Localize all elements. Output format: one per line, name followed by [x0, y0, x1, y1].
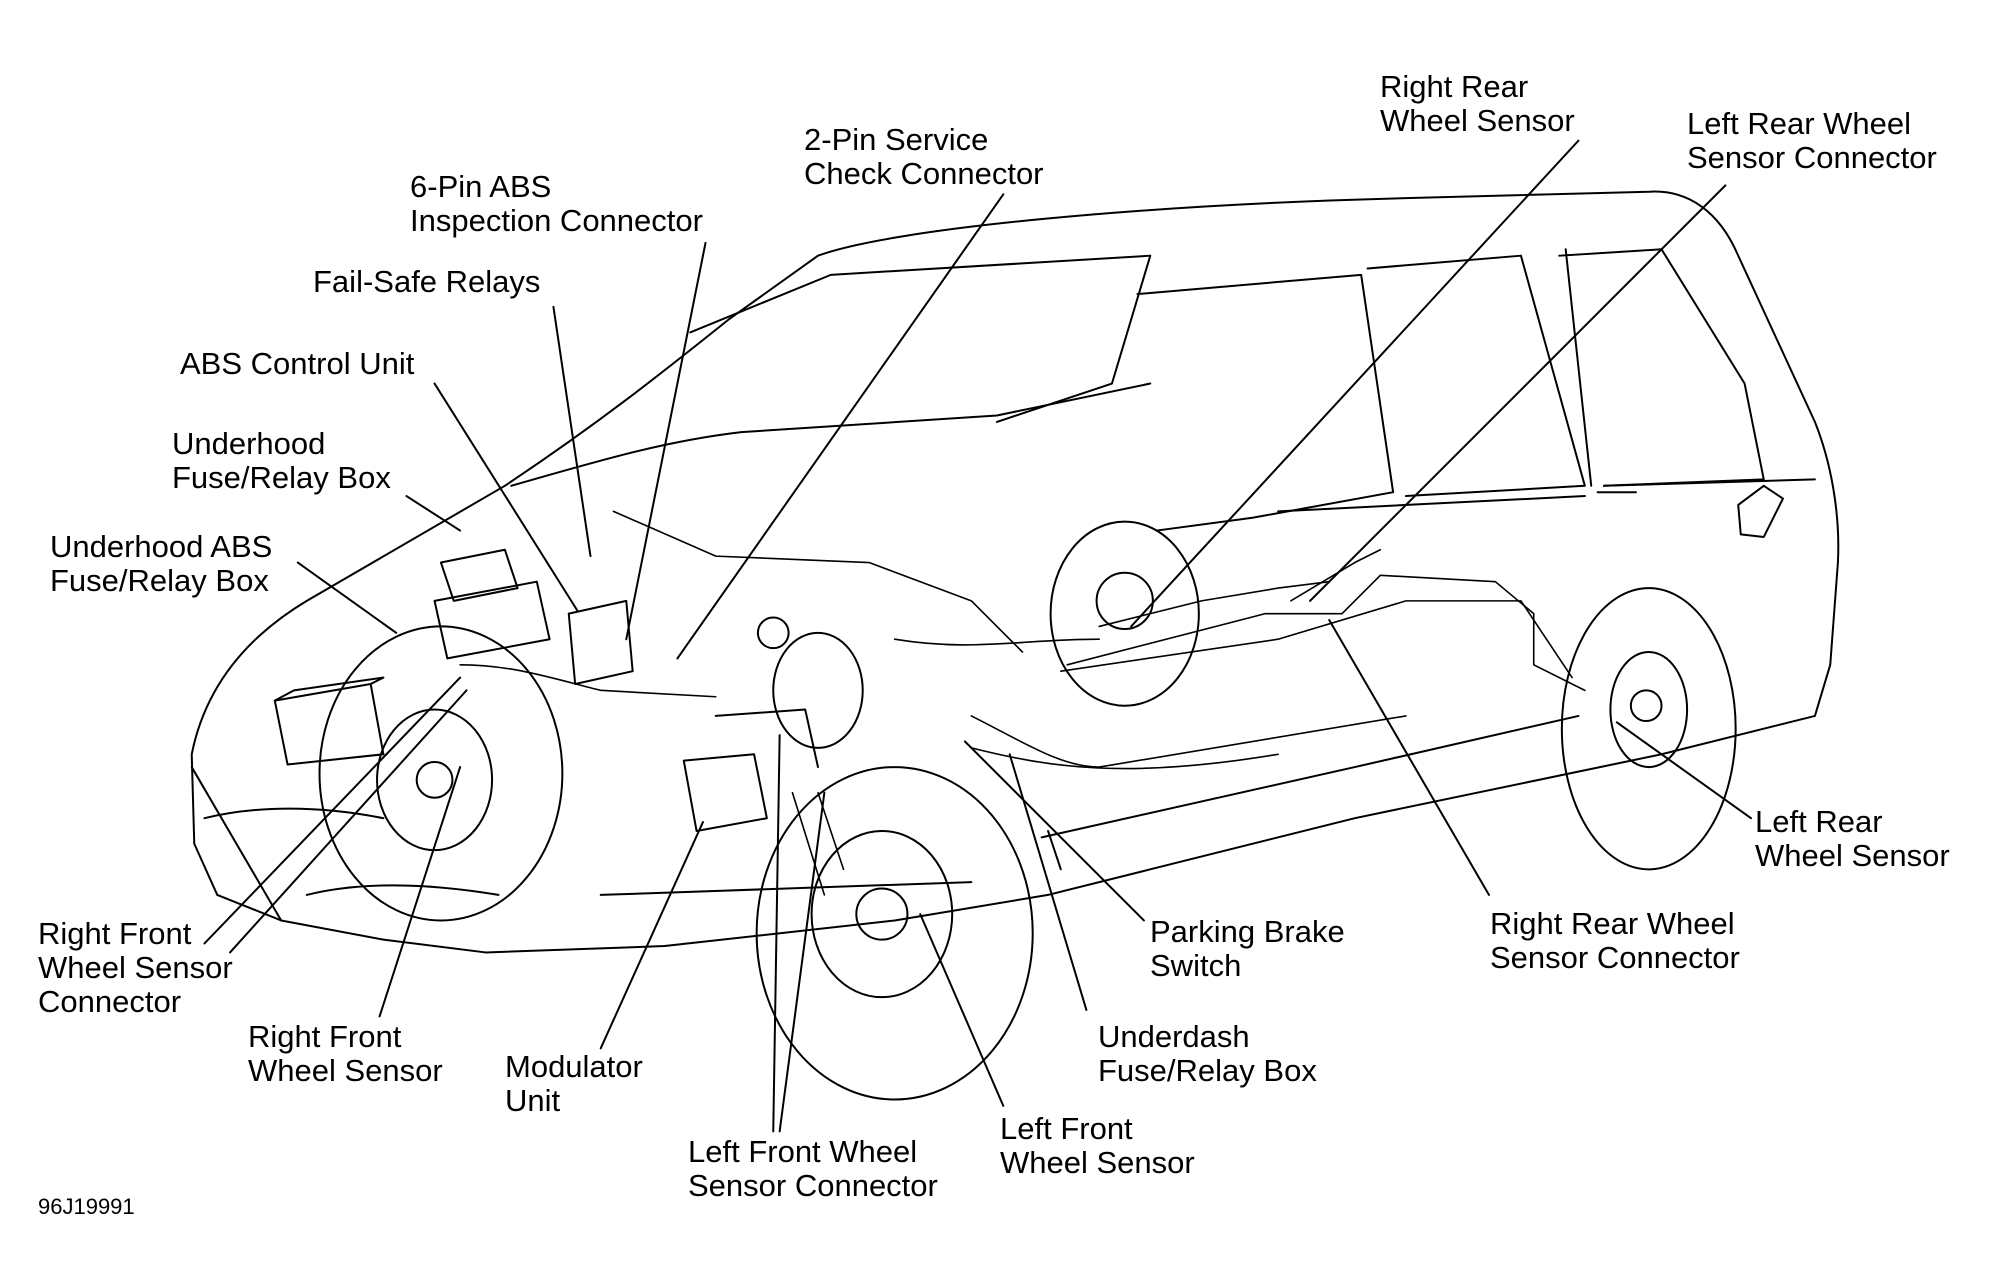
label-left-front-wheel-sensor-connector: Left Front Wheel Sensor Connector — [688, 1134, 938, 1203]
label-right-rear-wheel-sensor: Right Rear Wheel Sensor — [1380, 69, 1575, 138]
wheel-right-rear — [1051, 522, 1199, 706]
underhood-fuse-relay-box-shape — [435, 550, 550, 659]
modulator-unit-shape — [684, 710, 818, 831]
label-right-front-wheel-sensor: Right Front Wheel Sensor — [248, 1019, 443, 1088]
battery — [275, 678, 384, 765]
label-right-front-wheel-sensor-connector: Right Front Wheel Sensor Connector — [38, 916, 233, 1019]
label-left-front-wheel-sensor: Left Front Wheel Sensor — [1000, 1111, 1195, 1180]
figure-code: 96J19991 — [38, 1194, 135, 1219]
vehicle-body — [192, 192, 1839, 953]
wheel-right-front — [320, 626, 563, 920]
abs-control-unit-shape — [569, 601, 633, 684]
wheel-left-front — [757, 767, 1033, 1099]
label-6-pin-abs-inspection-connector: 6-Pin ABS Inspection Connector — [410, 169, 703, 238]
brake-lines — [460, 511, 1585, 895]
wheel-left-rear — [1562, 588, 1736, 869]
label-underhood-fuse-relay-box: Underhood Fuse/Relay Box — [172, 426, 391, 495]
label-abs-control-unit: ABS Control Unit — [180, 346, 415, 381]
leader-lines — [204, 141, 1750, 1132]
label-parking-brake-switch: Parking Brake Switch — [1150, 914, 1345, 983]
label-underhood-abs-fuse-relay-box: Underhood ABS Fuse/Relay Box — [50, 529, 273, 598]
brake-booster — [758, 617, 863, 747]
label-2-pin-service-check-connector: 2-Pin Service Check Connector — [804, 122, 1044, 191]
label-left-rear-wheel-sensor-connector: Left Rear Wheel Sensor Connector — [1687, 106, 1937, 175]
label-left-rear-wheel-sensor: Left Rear Wheel Sensor — [1755, 804, 1950, 873]
label-right-rear-wheel-sensor-connector: Right Rear Wheel Sensor Connector — [1490, 906, 1740, 975]
label-fail-safe-relays: Fail-Safe Relays — [313, 264, 541, 299]
label-modulator-unit: Modulator Unit — [505, 1049, 643, 1118]
label-underdash-fuse-relay-box: Underdash Fuse/Relay Box — [1098, 1019, 1317, 1088]
